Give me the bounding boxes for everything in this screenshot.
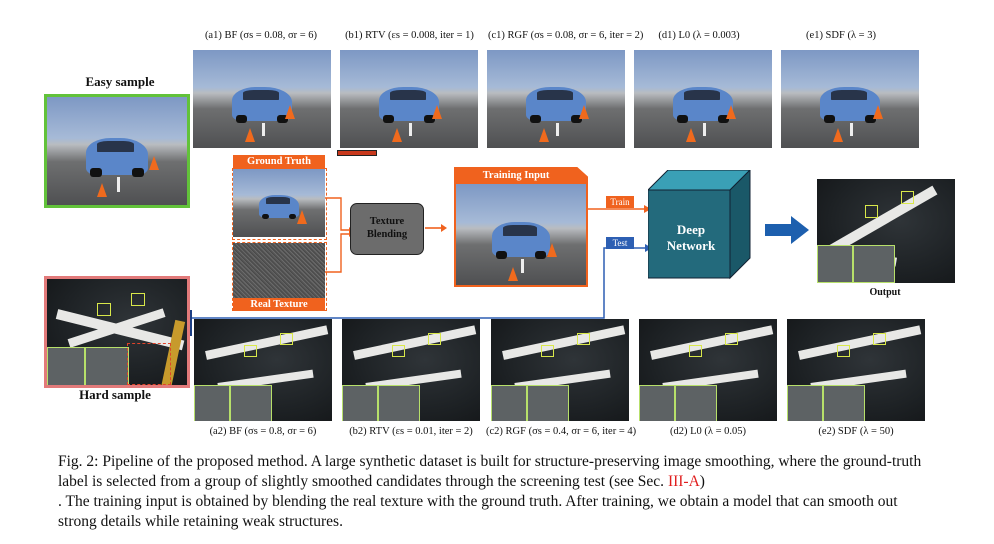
caption-part1: Fig. 2: Pipeline of the proposed method.… bbox=[58, 453, 922, 490]
figure-caption: Fig. 2: Pipeline of the proposed method.… bbox=[58, 452, 938, 532]
train-arrow bbox=[588, 205, 651, 213]
label-d2: (d2) L0 (λ = 0.05) bbox=[669, 426, 747, 437]
image-b2 bbox=[342, 319, 480, 421]
caption-part3: . The training input is obtained by blen… bbox=[58, 493, 898, 530]
label-b1: (b1) RTV (εs = 0.008, iter = 1) bbox=[345, 30, 474, 41]
real-texture-image bbox=[233, 243, 325, 298]
deep-network-label: Deep Network bbox=[666, 222, 716, 253]
label-e2: (e2) SDF (λ = 50) bbox=[818, 426, 894, 437]
blend-to-training-arrow bbox=[425, 224, 447, 232]
image-a2 bbox=[194, 319, 332, 421]
training-input-label: Training Input bbox=[482, 170, 550, 181]
label-c2: (c2) RGF (σs = 0.4, σr = 6, iter = 4) bbox=[486, 426, 637, 437]
image-b1 bbox=[340, 50, 478, 148]
label-a1: (a1) BF (σs = 0.08, σr = 6) bbox=[204, 30, 318, 41]
image-a1 bbox=[193, 50, 331, 148]
image-c1 bbox=[487, 50, 625, 148]
section-reference-link[interactable]: III-A bbox=[667, 473, 700, 490]
output-arrow bbox=[765, 216, 809, 244]
ground-truth-label: Ground Truth bbox=[233, 155, 325, 169]
label-b2: (b2) RTV (εs = 0.01, iter = 2) bbox=[349, 426, 473, 437]
deep-network-cube bbox=[648, 170, 751, 280]
image-e1 bbox=[781, 50, 919, 148]
easy-sample-title: Easy sample bbox=[85, 74, 155, 89]
ground-truth-link bbox=[337, 150, 377, 156]
real-texture-label: Real Texture bbox=[233, 298, 325, 311]
image-e2 bbox=[787, 319, 925, 421]
output-label: Output bbox=[869, 287, 901, 298]
label-e1: (e1) SDF (λ = 3) bbox=[806, 30, 876, 41]
ground-truth-image bbox=[233, 169, 325, 237]
image-d1 bbox=[634, 50, 772, 148]
texture-blending-box: Texture Blending bbox=[350, 203, 424, 255]
train-tag: Train bbox=[606, 196, 634, 208]
label-c1: (c1) RGF (σs = 0.08, σr = 6, iter = 2) bbox=[488, 30, 644, 41]
hard-sample-image bbox=[44, 276, 190, 388]
caption-part2: ) bbox=[699, 473, 705, 490]
image-c2 bbox=[491, 319, 629, 421]
training-input-image bbox=[456, 184, 586, 285]
test-tag: Test bbox=[606, 237, 634, 249]
image-d2 bbox=[639, 319, 777, 421]
easy-sample-image bbox=[44, 94, 190, 208]
output-image bbox=[817, 179, 955, 283]
texture-blending-label: Texture Blending bbox=[366, 216, 408, 240]
label-a2: (a2) BF (σs = 0.8, σr = 6) bbox=[209, 426, 317, 437]
hard-sample-title: Hard sample bbox=[79, 387, 151, 402]
label-d1: (d1) L0 (λ = 0.003) bbox=[658, 30, 740, 41]
